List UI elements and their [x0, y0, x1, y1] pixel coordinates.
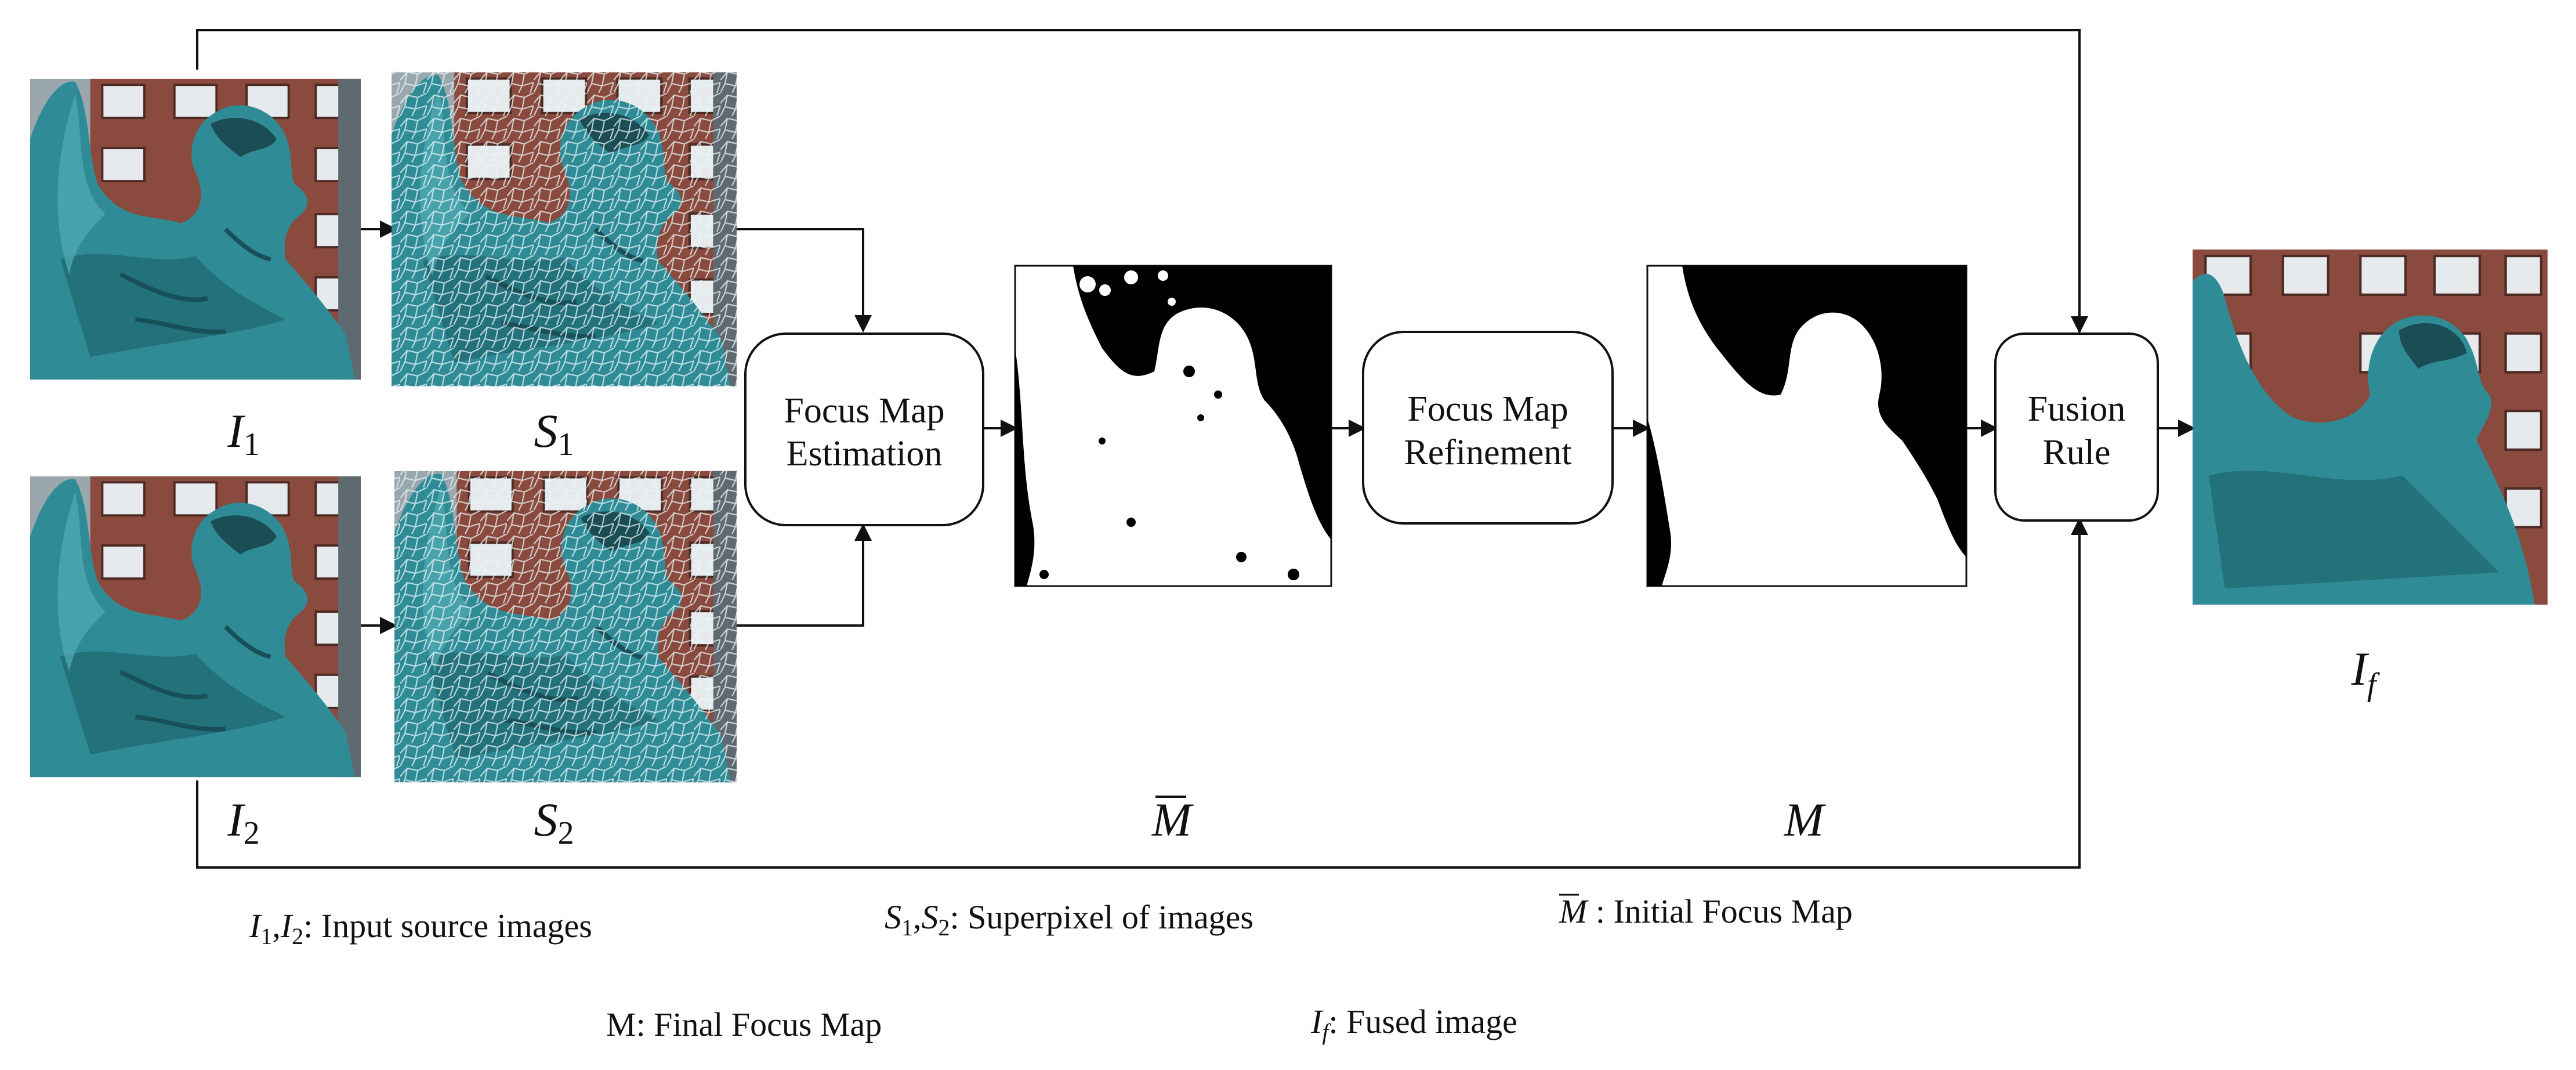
label-initial-map: M — [1151, 793, 1194, 846]
refinement-label-line2: Refinement — [1404, 433, 1571, 472]
svg-text:M: M — [1151, 793, 1194, 846]
superpixel-image-2 — [394, 470, 737, 783]
refinement-label-line1: Focus Map — [1407, 389, 1568, 429]
svg-text:M : Initial Focus Map: M : Initial Focus Map — [1559, 892, 1853, 930]
label-final-map: M — [1784, 793, 1827, 846]
initial-focus-map-image — [1014, 265, 1332, 587]
label-s2: S2 — [534, 793, 574, 851]
focus-map-estimation-block: Focus Map Estimation — [744, 332, 984, 526]
label-i2: I2 — [227, 793, 259, 851]
focus-map-refinement-block: Focus Map Refinement — [1362, 331, 1614, 525]
label-i1: I1 — [227, 404, 259, 462]
top-bypass-line — [196, 29, 2088, 334]
fusion-rule-block: Fusion Rule — [1994, 332, 2159, 522]
legend-initial-map: M : Initial Focus Map — [1559, 892, 1853, 930]
legend-fused: If: Fused image — [1310, 1003, 1517, 1045]
label-fused-output: If — [2351, 642, 2381, 703]
superpixel-image-1 — [392, 70, 737, 389]
arrow-s1-to-estimation — [737, 228, 872, 332]
final-focus-map-image — [1646, 265, 1968, 587]
estimation-label-line1: Focus Map — [784, 391, 944, 431]
legend-final-map: M: Final Focus Map — [606, 1006, 882, 1043]
label-s1: S1 — [534, 404, 574, 462]
arrow-s2-to-estimation — [737, 523, 872, 627]
fused-output-image — [2193, 250, 2548, 605]
bottom-bypass-line — [196, 518, 2088, 869]
input-image-2 — [30, 476, 361, 777]
input-image-1 — [30, 79, 361, 379]
fusion-label-line2: Rule — [2042, 433, 2110, 472]
legend-superpixels: S1,S2: Superpixel of images — [885, 898, 1253, 941]
legend-inputs: I1,I2: Input source images — [249, 907, 592, 949]
estimation-label-line2: Estimation — [787, 434, 943, 473]
fusion-label-line1: Fusion — [2028, 389, 2126, 429]
